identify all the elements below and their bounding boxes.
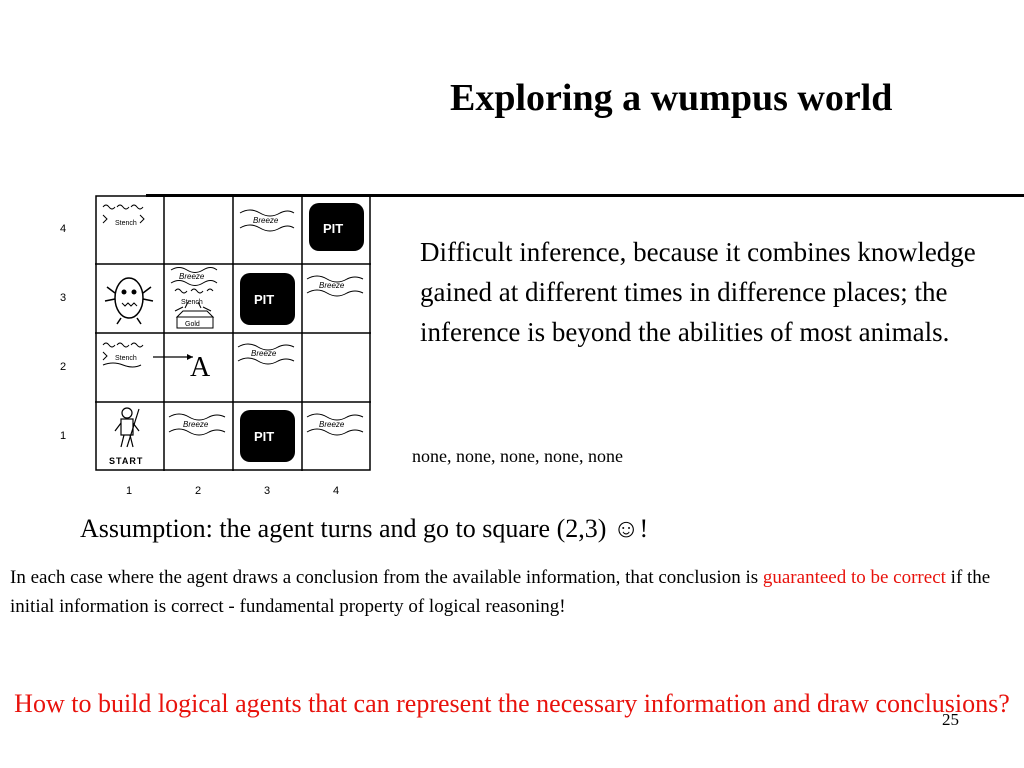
cell-3-3-pit: PIT (240, 273, 295, 325)
cell-1-4-stench: Stench (102, 204, 145, 227)
conclusion-text-start: In each case where the agent draws a con… (10, 567, 763, 588)
pit-label: PIT (254, 429, 274, 444)
breeze-label: Breeze (179, 272, 205, 281)
breeze-label: Breeze (183, 420, 209, 429)
stench-label: Stench (181, 299, 203, 306)
row-label-4: 4 (60, 223, 66, 235)
breeze-label: Breeze (319, 281, 345, 290)
stench-label: Stench (115, 355, 137, 362)
title-divider (146, 194, 1024, 197)
slide-title: Exploring a wumpus world (450, 77, 893, 119)
agent-marker: A (190, 352, 211, 383)
cell-3-1-pit: PIT (240, 410, 295, 462)
question-text: How to build logical agents that can rep… (14, 689, 1010, 718)
cell-4-1-breeze: Breeze (306, 413, 364, 436)
cell-4-3-breeze: Breeze (306, 275, 364, 297)
pit-label: PIT (254, 292, 274, 307)
column-labels: 1 2 3 4 (126, 485, 339, 497)
col-label-1: 1 (126, 485, 132, 497)
conclusion-text-end: if the initial information is correct - … (10, 567, 991, 617)
gold-label: Gold (185, 321, 200, 328)
agent-move-arrow (153, 354, 193, 360)
cell-1-2-stench: Stench (102, 342, 144, 368)
cell-2-3-breeze-stench-gold: Breeze Stench Gold (170, 267, 218, 329)
breeze-label: Breeze (251, 349, 277, 358)
assumption-text: Assumption: the agent turns and go to sq… (80, 514, 649, 543)
cell-2-1-breeze: Breeze (168, 413, 226, 436)
row-label-2: 2 (60, 361, 66, 373)
start-label: START (109, 456, 143, 466)
col-label-4: 4 (333, 485, 339, 497)
row-labels: 4 3 2 1 (60, 223, 66, 442)
inference-text: Difficult inference, because it combines… (420, 237, 976, 347)
row-label-3: 3 (60, 292, 66, 304)
breeze-label: Breeze (253, 216, 279, 225)
stench-label: Stench (115, 220, 137, 227)
wumpus-grid: Stench Breeze PIT Breeze Stench Gold PIT (95, 195, 371, 471)
breeze-label: Breeze (319, 420, 345, 429)
cell-4-4-pit: PIT (309, 203, 364, 251)
col-label-2: 2 (195, 485, 201, 497)
cell-3-2-breeze: Breeze (237, 343, 295, 365)
conclusion-highlight: guaranteed to be correct (762, 567, 946, 588)
wumpus-icon (104, 277, 154, 325)
pit-label: PIT (323, 221, 343, 236)
conclusion-paragraph: In each case where the agent draws a con… (10, 563, 1010, 621)
explorer-icon (114, 407, 140, 448)
row-label-1: 1 (60, 430, 66, 442)
percepts-text: none, none, none, none, none (412, 446, 623, 466)
col-label-3: 3 (264, 485, 270, 497)
page-number: 25 (942, 710, 959, 729)
cell-3-4-breeze: Breeze (239, 209, 295, 232)
